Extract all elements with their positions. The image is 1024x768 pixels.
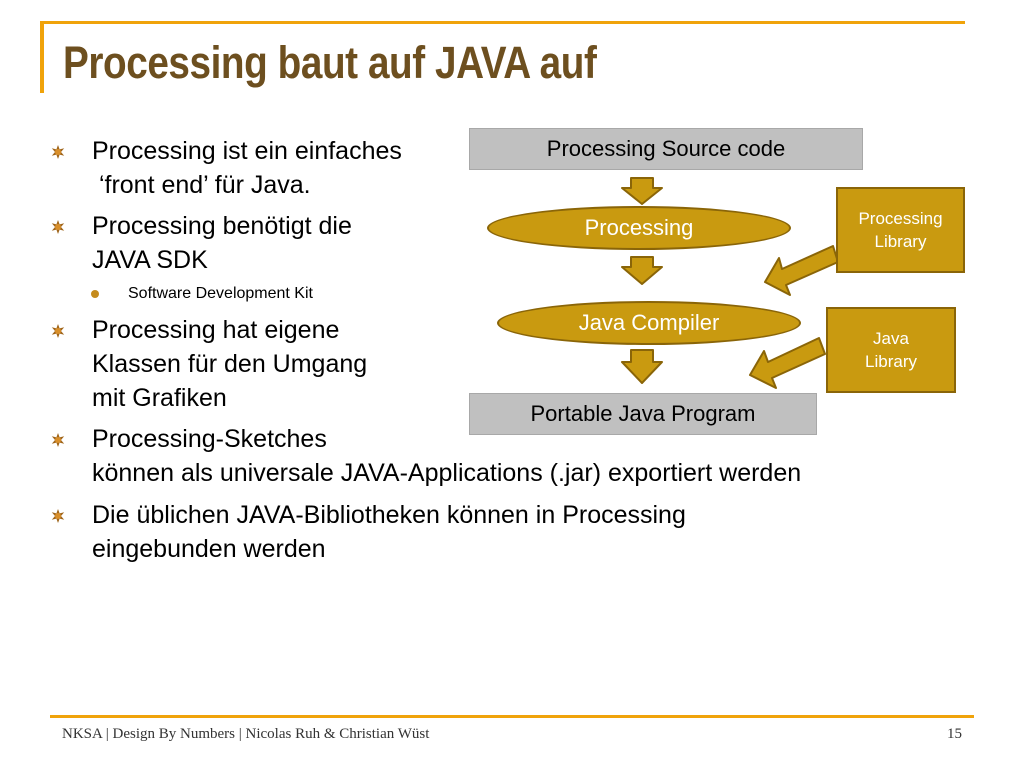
processing-ellipse: Processing	[487, 206, 791, 250]
slide-title: Processing baut auf JAVA auf	[63, 37, 597, 88]
footer-text: NKSA | Design By Numbers | Nicolas Ruh &…	[62, 726, 430, 742]
bullet-4-line-2: können als universale JAVA-Applications …	[92, 459, 802, 487]
title-bar-top	[40, 21, 965, 24]
page-number: 15	[947, 726, 962, 742]
sub-bullet-dot-icon	[91, 290, 99, 298]
bullet-1: Processing ist ein einfaches ‘front end’…	[51, 134, 402, 202]
bullet-1-line-1: Processing ist ein einfaches	[92, 137, 402, 165]
bullet-5: Die üblichen JAVA-Bibliotheken können in…	[51, 498, 686, 566]
processing-label: Processing	[584, 215, 694, 240]
bullet-burst-icon	[51, 509, 65, 523]
source-code-box: Processing Source code	[469, 128, 863, 170]
sub-bullet: Software Development Kit	[91, 283, 313, 305]
bullet-2: Processing benötigt die JAVA SDK	[51, 209, 352, 277]
java-compiler-ellipse: Java Compiler	[497, 301, 801, 345]
bullet-3-line-2: Klassen für den Umgang	[92, 350, 368, 378]
diagonal-arrow-icon	[749, 337, 826, 389]
bullet-burst-icon	[51, 220, 65, 234]
bullet-3-line-3: mit Grafiken	[92, 384, 227, 412]
footer-divider	[50, 715, 974, 718]
diagonal-arrow-icon	[764, 245, 839, 296]
java-library-box: Java Library	[826, 307, 956, 393]
portable-program-box: Portable Java Program	[469, 393, 817, 435]
down-arrow-icon	[621, 256, 663, 285]
java-compiler-label: Java Compiler	[578, 310, 720, 335]
bullet-5-line-2: eingebunden werden	[92, 535, 326, 563]
processing-library-line-2: Library	[874, 232, 927, 251]
java-library-line-1: Java	[873, 329, 909, 348]
title-bar-left	[40, 21, 44, 93]
bullet-4-line-1: Processing-Sketches	[92, 425, 327, 453]
sub-bullet-text: Software Development Kit	[128, 285, 313, 302]
bullet-4: Processing-Sketches können als universal…	[51, 422, 802, 490]
bullet-1-line-2: ‘front end’ für Java.	[92, 171, 311, 199]
down-arrow-icon	[621, 177, 663, 205]
portable-program-label: Portable Java Program	[530, 401, 756, 426]
bullet-3-line-1: Processing hat eigene	[92, 316, 340, 344]
processing-library-box: Processing Library	[836, 187, 965, 273]
bullet-2-line-2: JAVA SDK	[92, 246, 208, 274]
source-code-label: Processing Source code	[546, 136, 786, 161]
down-arrow-icon	[621, 349, 663, 384]
java-library-line-2: Library	[865, 352, 917, 371]
processing-library-line-1: Processing	[858, 209, 943, 228]
bullet-burst-icon	[51, 324, 65, 338]
bullet-3: Processing hat eigene Klassen für den Um…	[51, 313, 368, 415]
bullet-2-line-1: Processing benötigt die	[92, 212, 352, 240]
bullet-5-line-1: Die üblichen JAVA-Bibliotheken können in…	[92, 501, 686, 529]
bullet-burst-icon	[51, 145, 65, 159]
bullet-burst-icon	[51, 433, 65, 447]
